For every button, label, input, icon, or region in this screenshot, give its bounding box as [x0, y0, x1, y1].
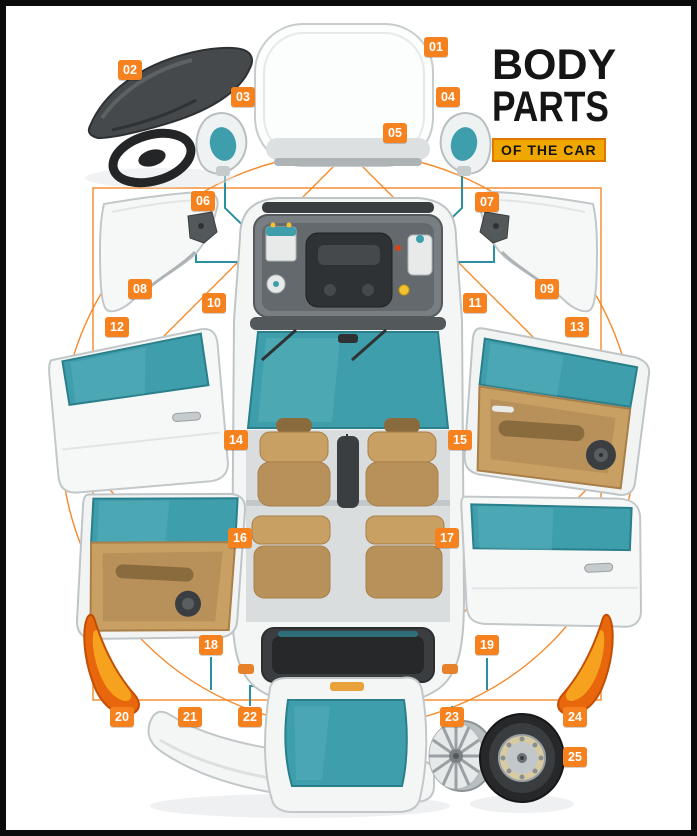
- small-part-left-art: [187, 211, 218, 244]
- small-part-right-art: [479, 211, 510, 244]
- rear-seat-left-art: [251, 515, 331, 599]
- roof-panel-art: [254, 23, 434, 167]
- rear-door-right-art: [460, 495, 642, 628]
- dashboard-art: [87, 46, 253, 188]
- wheel-rim-art: [428, 720, 495, 792]
- front-door-right-art: [463, 327, 651, 496]
- trunk-lid-art: [264, 676, 428, 813]
- car-body-top-view: [230, 197, 466, 708]
- side-mirror-left-art: [195, 112, 248, 176]
- title-block: BODY PARTS OF THE CAR: [492, 41, 632, 163]
- subtitle-badge: OF THE CAR: [492, 138, 606, 163]
- front-door-left-art: [48, 328, 229, 494]
- front-fender-right-art: [478, 190, 599, 313]
- title-parts: PARTS: [492, 83, 609, 132]
- taillight-right-art: [557, 613, 614, 716]
- front-seat-right-art: [365, 418, 439, 507]
- rear-seat-right-art: [365, 515, 445, 599]
- front-fender-left-art: [98, 190, 219, 313]
- tire-art: [479, 713, 565, 803]
- front-seat-left-art: [257, 418, 331, 507]
- side-mirror-right-art: [439, 112, 492, 176]
- rear-door-left-art: [76, 492, 246, 640]
- title-body: BODY: [492, 41, 617, 89]
